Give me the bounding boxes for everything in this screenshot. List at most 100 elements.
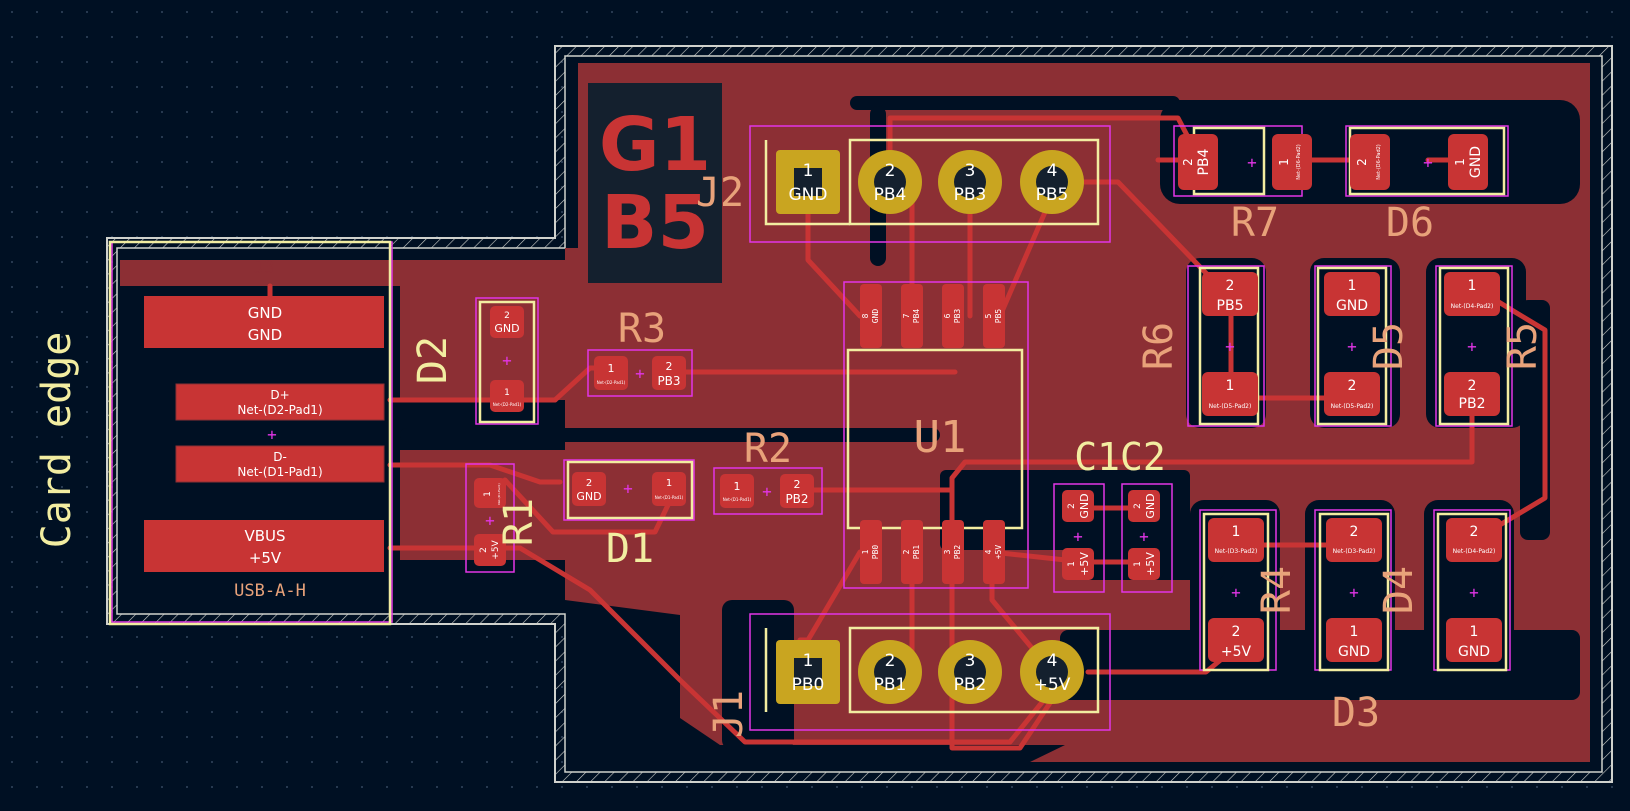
u1-pad-4-num: 4 <box>984 549 993 554</box>
u1-pad-3[interactable] <box>942 520 964 584</box>
d1-pad-1[interactable] <box>652 472 686 506</box>
d2-centre-marker: + <box>502 351 512 370</box>
r7-pad-1[interactable] <box>1272 134 1312 190</box>
j2-pin2-hole <box>874 166 906 198</box>
u1-pad-6[interactable] <box>942 284 964 348</box>
d3-pad-2[interactable] <box>1326 518 1382 562</box>
j2-pin1-num: 1 <box>803 161 814 181</box>
j1-pin2-net: PB1 <box>874 675 907 695</box>
d4-pad-2[interactable] <box>1446 518 1502 562</box>
r4-pad-1[interactable] <box>1208 518 1264 562</box>
u1-pad-5[interactable] <box>983 284 1005 348</box>
d2-pad-1[interactable] <box>490 380 524 412</box>
d1-pad-2[interactable] <box>572 472 606 506</box>
j2-pin3-num: 3 <box>965 161 976 181</box>
j1-pin1-net: PB0 <box>792 675 825 695</box>
r7-pad-2-num: 2 <box>1181 158 1195 166</box>
c1-pad-gnd[interactable] <box>1062 490 1094 522</box>
r7-pad-1-net: Net-(D6-Pad2) <box>1296 144 1302 180</box>
header-j2[interactable]: 1 GND 2 PB4 3 PB3 4 PB5 J2 <box>696 150 1084 216</box>
d1-pad-1-num: 1 <box>666 478 672 489</box>
u1-pad-4[interactable] <box>983 520 1005 584</box>
d3-pad-1[interactable] <box>1326 618 1382 662</box>
u1-pad-2[interactable] <box>901 520 923 584</box>
d2-pad-1-net: Net-(D2-Pad1) <box>493 402 522 407</box>
r3-pad-1-num: 1 <box>608 362 615 375</box>
d5-centre-marker: + <box>1347 337 1357 356</box>
j2-pin2-num: 2 <box>885 161 896 181</box>
u1-pad-1[interactable] <box>860 520 882 584</box>
ic-u1[interactable]: 8 GND 7 PB4 6 PB3 5 PB5 1 PB0 2 PB1 3 PB… <box>860 284 1005 584</box>
r3-pad-2[interactable] <box>652 356 686 390</box>
logo-text-b5: B5 <box>601 180 709 266</box>
d5-reference: D5 <box>1366 322 1412 370</box>
usb-pad-dminus-net: Net-(D1-Pad1) <box>237 465 322 479</box>
d5-pad-2[interactable] <box>1324 372 1380 416</box>
u1-pad-7-num: 7 <box>902 313 911 318</box>
d4-pad-1-net: GND <box>1458 644 1490 660</box>
u1-pad-8[interactable] <box>860 284 882 348</box>
r4-pad-2[interactable] <box>1208 618 1264 662</box>
r3-pad-2-net: PB3 <box>657 374 680 388</box>
r4-pad-1-net: Net-(D3-Pad2) <box>1215 548 1258 555</box>
d6-pad-1-num: 1 <box>1453 158 1467 166</box>
r7-pad-1-num: 1 <box>1277 158 1291 166</box>
u1-pad-8-net: GND <box>871 309 880 324</box>
u1-pad-4-net: +5V <box>994 545 1003 560</box>
r1-pad-1[interactable] <box>474 478 506 508</box>
r2-pad-1[interactable] <box>720 474 754 508</box>
u1-reference: U1 <box>914 412 967 463</box>
r5-pad-1[interactable] <box>1444 272 1500 316</box>
c1-pad-5v[interactable] <box>1062 548 1094 580</box>
c2-pad-gnd[interactable] <box>1128 490 1160 522</box>
usb-pad-dplus[interactable] <box>175 383 385 421</box>
r5-pad-2[interactable] <box>1444 372 1500 416</box>
r1-pad-2-num: 2 <box>479 547 489 553</box>
j2-pin3-net: PB3 <box>954 185 987 205</box>
usb-pad-gnd[interactable] <box>144 296 384 348</box>
usb-pad-dminus[interactable] <box>175 445 385 483</box>
card-edge-label: Card edge <box>34 332 80 549</box>
u1-pad-8-num: 8 <box>861 313 870 318</box>
c2-pad-5v[interactable] <box>1128 548 1160 580</box>
d2-pad-2-net: GND <box>494 322 519 335</box>
d6-reference: D6 <box>1386 200 1434 246</box>
c2-pad-5v-num: 1 <box>1133 561 1143 567</box>
r6-reference: R6 <box>1136 322 1182 370</box>
r3-pad-1[interactable] <box>594 356 628 390</box>
d6-pad-1-net: GND <box>1468 146 1484 178</box>
logo-mask-window <box>588 83 722 283</box>
r7-pad-2[interactable] <box>1178 134 1218 190</box>
smd-components[interactable]: 2 GND 1 Net-(D2-Pad1) D2 1 Net-(D2-Pad1)… <box>410 134 1546 736</box>
r1-pad-1-num: 1 <box>483 491 493 497</box>
c2-centre-marker: + <box>1139 527 1149 546</box>
r6-pad-2[interactable] <box>1202 272 1258 316</box>
d4-reference: D4 <box>1376 566 1422 614</box>
d4-centre-marker: + <box>1469 583 1479 602</box>
d5-pad-1[interactable] <box>1324 272 1380 316</box>
r4-pad-2-num: 2 <box>1232 624 1241 640</box>
c2-pad-gnd-num: 2 <box>1133 503 1143 509</box>
r5-centre-marker: + <box>1467 337 1477 356</box>
d3-pad-1-num: 1 <box>1350 624 1359 640</box>
c1-centre-marker: + <box>1073 527 1083 546</box>
d4-pad-1[interactable] <box>1446 618 1502 662</box>
d2-pad-2[interactable] <box>490 306 524 338</box>
header-j1[interactable]: 1 PB0 2 PB1 3 PB2 4 +5V J1 <box>706 640 1084 738</box>
r1-pad-2[interactable] <box>474 534 506 566</box>
usb-connector-j3[interactable]: GND GND D+ Net-(D2-Pad1) D- Net-(D1-Pad1… <box>144 258 385 601</box>
r5-reference: R5 <box>1500 322 1546 370</box>
d6-pad-1[interactable] <box>1448 134 1488 190</box>
r4-centre-marker: + <box>1231 583 1241 602</box>
u1-pad-7[interactable] <box>901 284 923 348</box>
d6-pad-2[interactable] <box>1350 134 1390 190</box>
c1c2-reference: C1C2 <box>1074 435 1166 479</box>
r2-pad-2[interactable] <box>780 474 814 508</box>
j2-pin2-net: PB4 <box>874 185 907 205</box>
r6-pad-2-num: 2 <box>1226 278 1235 294</box>
usb-pad-vbus[interactable] <box>144 520 384 572</box>
r1-centre-marker: + <box>485 511 495 530</box>
silkscreen-outlines <box>108 126 1510 714</box>
r6-pad-1[interactable] <box>1202 372 1258 416</box>
